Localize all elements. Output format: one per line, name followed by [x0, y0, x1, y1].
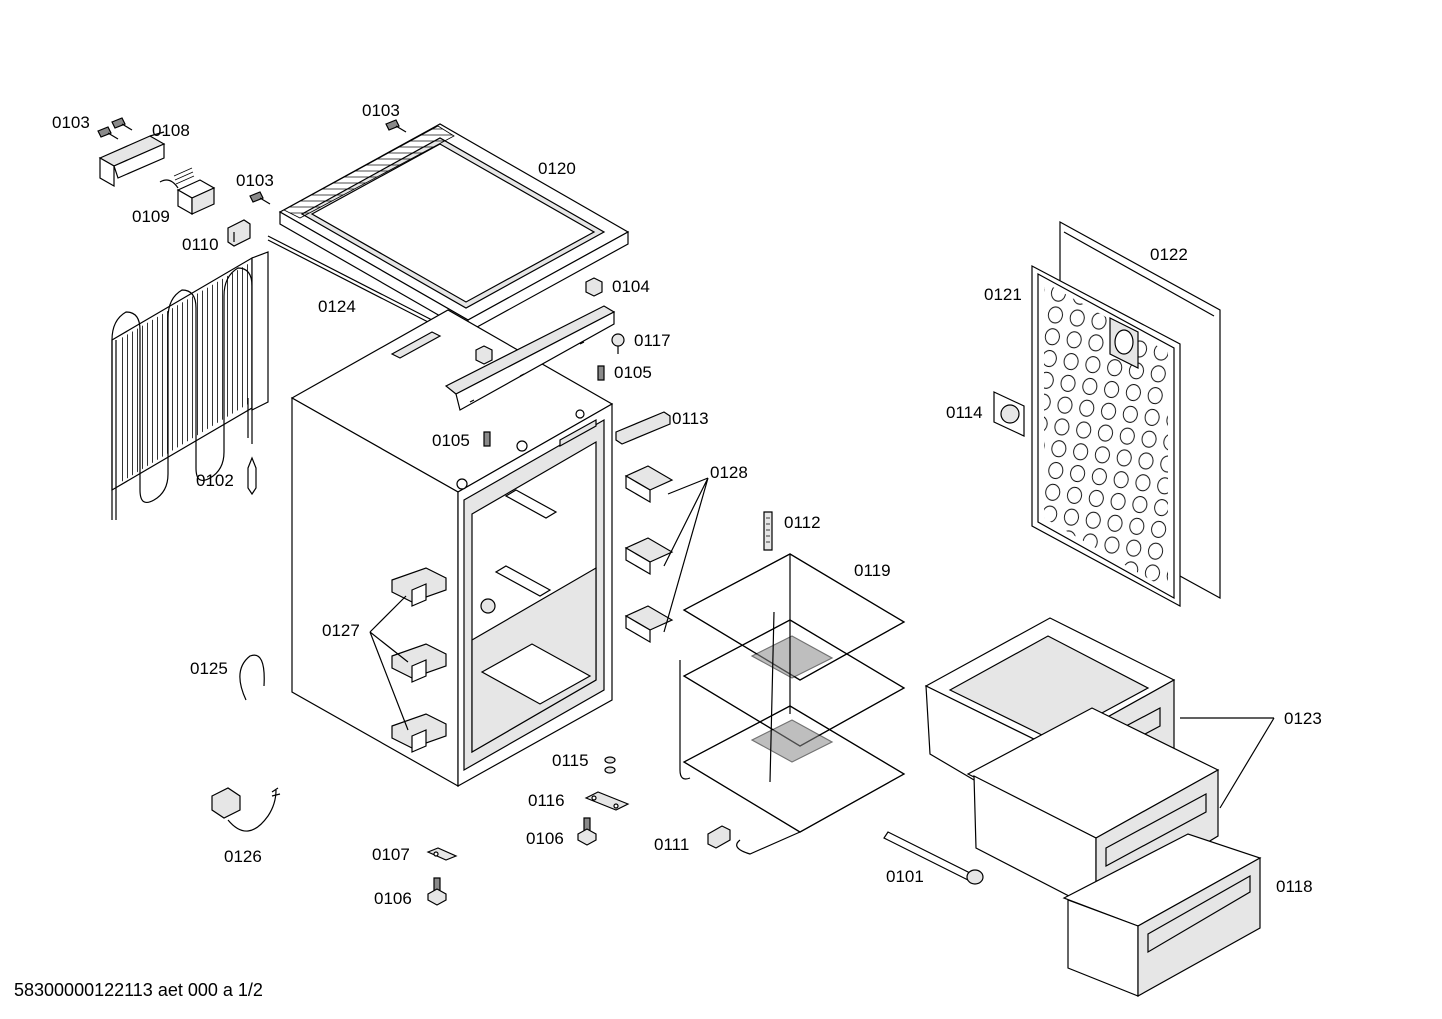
label-0103-mid: 0103 [236, 171, 274, 190]
label-0111: 0111 [654, 835, 689, 854]
filter-drier-0102 [247, 456, 257, 496]
screw-0103-top-left [97, 117, 133, 140]
screw-0117 [611, 333, 625, 354]
label-0104: 0104 [612, 277, 650, 296]
drain-hose-0125 [239, 654, 265, 701]
label-0103-top: 0103 [362, 101, 400, 120]
label-0117: 0117 [634, 331, 671, 350]
label-0126: 0126 [224, 847, 262, 866]
drip-tray-clip-0111 [707, 825, 731, 849]
screw-0103-top [385, 119, 407, 133]
hinge-cover-0113 [615, 411, 671, 445]
label-0102: 0102 [196, 471, 234, 490]
label-0110: 0110 [182, 235, 219, 254]
label-0105-left: 0105 [432, 431, 470, 450]
label-0103-top-left: 0103 [52, 113, 90, 132]
label-0109: 0109 [132, 207, 170, 226]
shelf-supports-0128 [624, 465, 709, 644]
label-0116: 0116 [528, 791, 565, 810]
label-0124: 0124 [318, 297, 356, 316]
label-0106-left: 0106 [374, 889, 412, 908]
label-0108: 0108 [152, 121, 190, 140]
adjustable-foot-0106-left [427, 877, 447, 906]
bracket-0110 [227, 219, 251, 247]
label-0107: 0107 [372, 845, 410, 864]
cabinet-body [290, 309, 614, 788]
label-0123: 0123 [1284, 709, 1322, 728]
hinge-bracket-0117 [444, 305, 616, 411]
washers-0115 [604, 756, 616, 774]
label-0114: 0114 [946, 403, 983, 422]
label-0121: 0121 [984, 285, 1022, 304]
label-0105-right: 0105 [614, 363, 652, 382]
door-gasket-0121 [1031, 265, 1181, 608]
power-cord-0126 [211, 787, 281, 832]
leader-lines-0123 [1180, 717, 1275, 809]
shelf-supports-0127 [369, 567, 447, 753]
worktop-0120 [278, 123, 630, 334]
label-0113: 0113 [672, 409, 709, 428]
foot-bracket-0107 [426, 847, 458, 861]
screw-0105-left [483, 431, 491, 447]
adjustable-foot-0106-right [577, 817, 597, 846]
wire-shelves-0119 [679, 553, 906, 855]
drawer-bottom-0118 [1062, 833, 1262, 998]
thermometer-strip-0112 [763, 511, 773, 551]
condenser-coil [111, 251, 269, 520]
label-0106-right: 0106 [526, 829, 564, 848]
label-0115: 0115 [552, 751, 589, 770]
hinge-pin-0104 [475, 277, 603, 365]
label-0119: 0119 [854, 561, 891, 580]
label-0118: 0118 [1276, 877, 1313, 896]
label-0128: 0128 [710, 463, 748, 482]
thermostat-cover-0108 [98, 131, 166, 188]
label-0127: 0127 [322, 621, 360, 640]
label-0125: 0125 [190, 659, 228, 678]
label-0122: 0122 [1150, 245, 1188, 264]
label-0120: 0120 [538, 159, 576, 178]
document-id-footer: 58300000122113 aet 000 a 1/2 [14, 980, 263, 1000]
capillary-tube-0124 [267, 235, 433, 325]
bracket-0116 [584, 791, 630, 811]
label-0101: 0101 [886, 867, 924, 886]
label-0112: 0112 [784, 513, 821, 532]
screw-0103-mid [249, 191, 271, 205]
screw-0105-right [597, 365, 605, 381]
thermostat-0109 [159, 167, 216, 216]
door-clip-0101 [883, 831, 984, 885]
door-seal-plate-0114 [993, 391, 1025, 437]
